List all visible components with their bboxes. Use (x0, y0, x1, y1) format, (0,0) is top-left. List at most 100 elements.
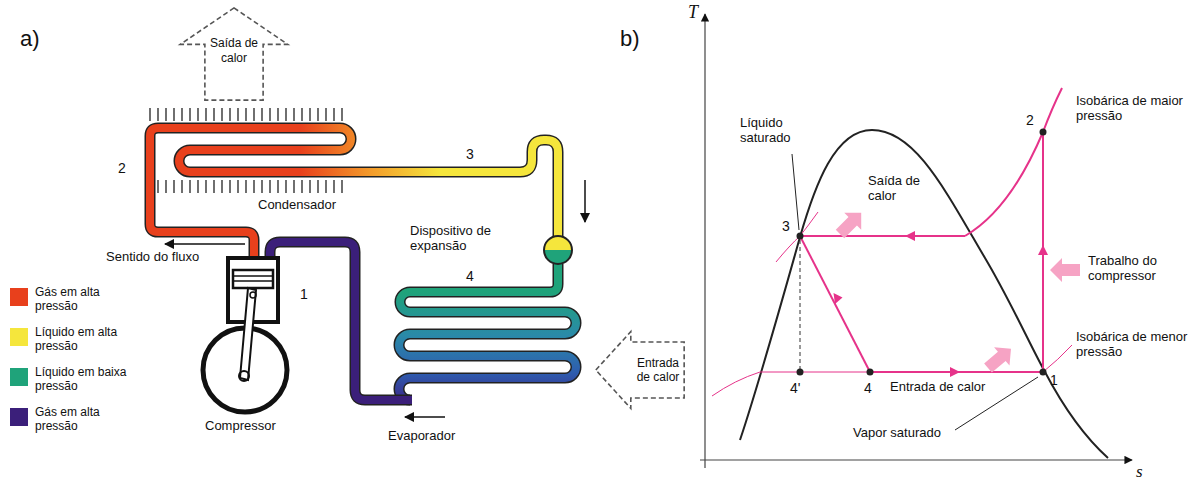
condenser-fins (221, 108, 222, 121)
isobar-line (712, 372, 870, 396)
condenser-fins (165, 108, 166, 121)
state-number: 3 (782, 218, 790, 234)
heat-label: Entrada de calor (632, 356, 684, 385)
condenser-fins (301, 108, 302, 121)
condenser-fins (237, 108, 238, 121)
suction-tube (270, 242, 412, 400)
condenser-fins (229, 180, 230, 193)
axes (704, 14, 705, 468)
dashed-arrow-outline (596, 332, 684, 409)
cycle-line (800, 236, 870, 372)
evaporator-tube (399, 264, 576, 400)
state-point (867, 369, 874, 376)
condenser-fins (157, 180, 158, 193)
legend-text: Líquido em baixa pressão (35, 366, 145, 394)
cycle-line (800, 132, 1043, 372)
heat-flow-arrow: Saída de calor (178, 6, 290, 102)
condenser-fins (269, 180, 270, 193)
leader-line (792, 154, 1038, 430)
panel-letter: b) (620, 26, 640, 51)
condenser-fins (293, 108, 294, 121)
condenser-fins (213, 108, 214, 121)
heat-arrow (832, 204, 870, 242)
legend-item: Gás em alta pressão (10, 286, 145, 314)
condenser-fins (309, 108, 310, 121)
condenser-fins (189, 180, 190, 193)
compressor-symbol (233, 270, 273, 288)
isobar-line (965, 88, 1062, 236)
flow-arrow (584, 180, 586, 222)
heat-flow-arrow: Entrada de calor (594, 330, 686, 410)
state-point (1040, 369, 1047, 376)
condenser-fins (189, 108, 190, 121)
legend-swatch (10, 368, 28, 386)
cycle-line (800, 235, 965, 237)
condenser-fins (181, 108, 182, 121)
panel-letter: a) (20, 26, 40, 51)
curve-label: Isobárica de menor pressão (1076, 330, 1190, 360)
isobar-line (1043, 345, 1072, 372)
condenser-fins (293, 180, 294, 193)
evaporator-tube (399, 264, 576, 400)
condenser-fins (165, 180, 166, 193)
condenser-fins (213, 180, 214, 193)
axes (700, 459, 1132, 460)
callout-number: 1 (300, 286, 308, 302)
suction-tube (270, 242, 412, 400)
legend-item: Líquido em baixa pressão (10, 366, 145, 394)
condenser-fins (333, 180, 334, 193)
curve-label: Vapor saturado (853, 426, 941, 441)
dashed-line (800, 240, 801, 370)
cycle-arrow (950, 367, 960, 377)
compressor-symbol (250, 292, 256, 298)
condenser-fins (157, 108, 158, 121)
cycle-arrow (834, 293, 843, 304)
state-number: 4' (790, 380, 800, 396)
callout-number: 4 (466, 268, 474, 284)
axis-label: T (688, 2, 698, 23)
heat-arrow (980, 340, 1018, 378)
condenser-fins (173, 108, 174, 121)
process-label: Entrada de calor (890, 380, 985, 395)
condenser-fins (261, 180, 262, 193)
condenser-fins (301, 180, 302, 193)
part-label: Compressor (205, 419, 276, 434)
condenser-tube (150, 128, 558, 258)
condenser-fins (173, 180, 174, 193)
axis-label: s (1136, 462, 1143, 482)
condenser-fins (333, 108, 334, 121)
legend-text: Gás em alta pressão (35, 406, 145, 434)
condenser-fins (221, 180, 222, 193)
compressor-symbol (240, 288, 256, 380)
condenser-fins (205, 180, 206, 193)
axes (700, 14, 1132, 468)
condenser-fins (325, 108, 326, 121)
condenser-fins (197, 108, 198, 121)
flow-arrow (405, 416, 445, 418)
flow-label: Sentido do fluxo (106, 250, 199, 265)
condenser-fins (229, 108, 230, 121)
condenser-fins (341, 180, 342, 193)
condenser-fins (253, 180, 254, 193)
condenser-fins (341, 108, 342, 121)
legend-text: Gás em alta pressão (35, 286, 145, 314)
condenser-tube (150, 128, 558, 258)
legend-item: Líquido em alta pressão (10, 326, 145, 354)
state-number: 1 (1050, 372, 1058, 388)
callout-number: 2 (118, 160, 126, 176)
condenser-fins (285, 180, 286, 193)
process-label: Saída de calor (868, 174, 930, 204)
condenser-fins (181, 180, 182, 193)
dashed-arrow-outline (180, 8, 288, 100)
curve-label: Líquido saturado (740, 116, 832, 146)
condenser-fins (317, 180, 318, 193)
curve-label: Isobárica de maior pressão (1076, 94, 1190, 124)
part-label: Condensador (258, 198, 336, 213)
heat-arrow (1050, 258, 1080, 282)
legend-text: Líquido em alta pressão (35, 326, 145, 354)
state-number: 4 (864, 380, 872, 396)
condenser-tube (150, 128, 558, 258)
compressor-symbol (233, 275, 273, 277)
